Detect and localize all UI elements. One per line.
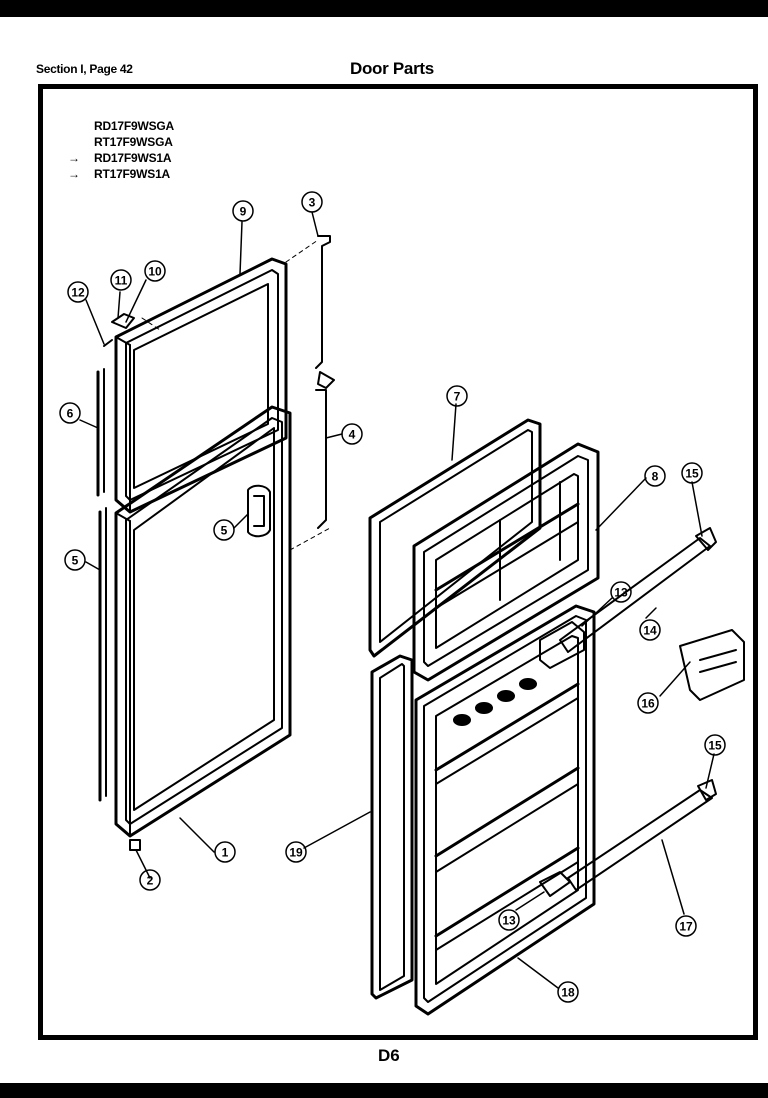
callout-19-circle	[285, 841, 307, 863]
page-title: Door Parts	[350, 59, 434, 78]
callout-12-circle	[67, 281, 89, 303]
callout-15a: 15	[685, 467, 699, 481]
callout-18: 18	[561, 986, 575, 1000]
left-door-assembly	[96, 235, 335, 851]
arrow-icon: →	[68, 151, 80, 165]
fresh-food-liner	[414, 604, 596, 1016]
callout-3-circle	[301, 191, 323, 213]
callout-13a: 13	[614, 586, 628, 600]
callout-6: 6	[67, 407, 74, 421]
upper-hinge-bar	[315, 235, 331, 369]
callout-13b: 13	[502, 914, 516, 928]
callout-18-circle	[557, 981, 579, 1003]
callout-5a-circle	[213, 519, 235, 541]
callouts: 9 3 11 10 12 6 4 5 5 1 2 7 8 15 13 14 16…	[59, 191, 726, 1003]
leader-lines	[79, 211, 715, 989]
freezer-door-outer	[114, 257, 288, 514]
bottom-border-bar	[0, 1083, 768, 1098]
retainer-clip-upper	[539, 621, 585, 669]
callout-9: 9	[240, 205, 247, 219]
callout-4: 4	[349, 428, 356, 442]
callout-9-circle	[232, 200, 254, 222]
middle-hinge-bar	[315, 389, 327, 529]
callout-15b-circle	[704, 734, 726, 756]
fresh-food-gasket	[370, 654, 414, 1000]
callout-19: 19	[289, 846, 303, 860]
shelf-rail-upper	[559, 537, 711, 653]
callout-13a-circle	[610, 581, 632, 603]
model-item: →RT17F9WS1A	[68, 167, 171, 181]
callout-2: 2	[147, 874, 154, 888]
bottom-hinge	[129, 839, 141, 851]
callout-13b-circle	[498, 909, 520, 931]
callout-15b: 15	[708, 739, 722, 753]
callout-7-circle	[446, 385, 468, 407]
callout-16: 16	[641, 697, 655, 711]
model-item: RD17F9WSGA	[94, 119, 175, 133]
callout-1: 1	[222, 846, 229, 860]
callout-10: 10	[148, 265, 162, 279]
callout-17-circle	[675, 915, 697, 937]
freezer-gasket	[368, 418, 542, 658]
door-handle	[247, 484, 271, 538]
diagram-frame	[38, 84, 758, 1040]
retainer-clip-lower	[539, 871, 571, 897]
section-page-label: Section I, Page 42	[36, 62, 133, 76]
model-item: →RD17F9WS1A	[68, 151, 172, 165]
right-door-liners	[368, 418, 745, 1016]
callout-11-circle	[110, 269, 132, 291]
callout-12: 12	[71, 286, 85, 300]
callout-8-circle	[644, 465, 666, 487]
hinge-cap	[111, 313, 135, 329]
callout-16-circle	[637, 692, 659, 714]
end-cap-upper	[695, 527, 717, 551]
callout-6-circle	[59, 402, 81, 424]
callout-5b: 5	[72, 554, 79, 568]
callout-11: 11	[115, 274, 128, 288]
callout-7: 7	[454, 390, 461, 404]
callout-10-circle	[144, 260, 166, 282]
callout-5a: 5	[221, 524, 228, 538]
cover-part	[679, 629, 745, 701]
callout-5b-circle	[64, 549, 86, 571]
model-list: RD17F9WSGA RT17F9WSGA →RD17F9WS1A →RT17F…	[68, 118, 174, 182]
top-border-bar	[0, 0, 768, 17]
callout-17: 17	[679, 920, 693, 934]
callout-15a-circle	[681, 462, 703, 484]
callout-2-circle	[139, 869, 161, 891]
model-item: RT17F9WSGA	[94, 135, 173, 149]
fresh-food-door-outer	[114, 405, 292, 838]
callout-8: 8	[652, 470, 659, 484]
callout-3: 3	[309, 196, 316, 210]
callout-4-circle	[341, 423, 363, 445]
callout-14-circle	[639, 619, 661, 641]
shelf-rail-lower	[567, 789, 713, 891]
arrow-icon: →	[68, 167, 80, 181]
freezer-liner	[412, 442, 600, 682]
callout-14: 14	[643, 624, 657, 638]
callout-1-circle	[214, 841, 236, 863]
page-code: D6	[378, 1046, 400, 1065]
